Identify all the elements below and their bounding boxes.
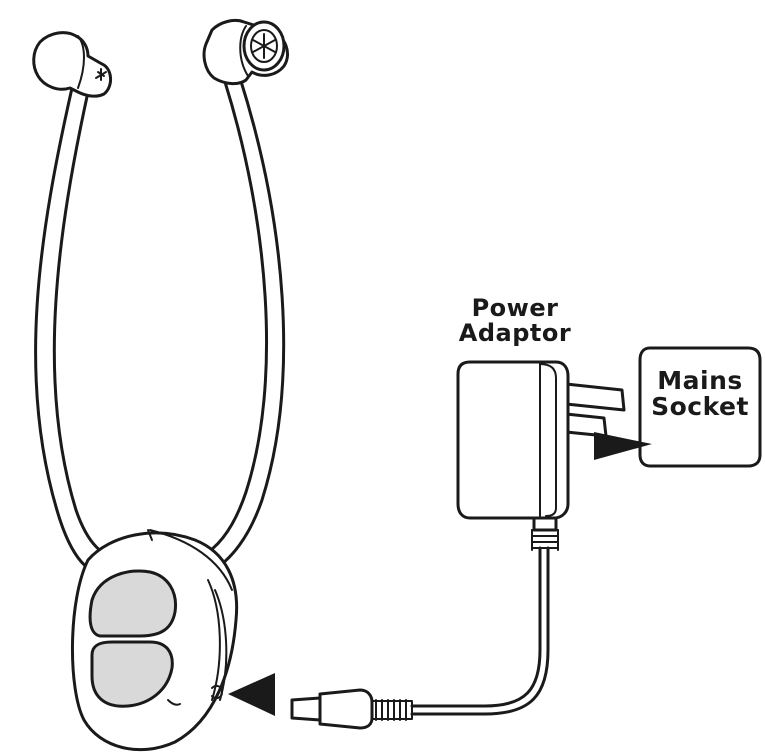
headset-body-unit	[70, 529, 239, 752]
headset	[32, 18, 289, 752]
power-adaptor-label: Power Adaptor	[430, 294, 600, 348]
socket-arrow-icon	[594, 432, 652, 460]
mains-socket-label-line2: Socket	[651, 392, 749, 422]
power-adaptor-label-line1: Power	[471, 294, 559, 322]
power-adaptor	[456, 360, 626, 520]
mains-socket	[638, 346, 762, 468]
right-earpiece	[202, 18, 289, 86]
headset-upper-button	[88, 569, 178, 638]
power-adaptor-label-line2: Adaptor	[458, 319, 572, 348]
mains-socket-label: Mains Socket	[645, 366, 755, 422]
headset-right-arm	[208, 76, 286, 574]
dc-plug	[318, 688, 374, 730]
dc-cable	[290, 513, 559, 730]
charging-port	[211, 684, 223, 700]
mains-socket-label-line1: Mains	[657, 366, 743, 395]
port-arrow-icon	[228, 673, 275, 716]
left-earpiece	[32, 31, 112, 98]
headset-lower-button	[90, 640, 174, 708]
